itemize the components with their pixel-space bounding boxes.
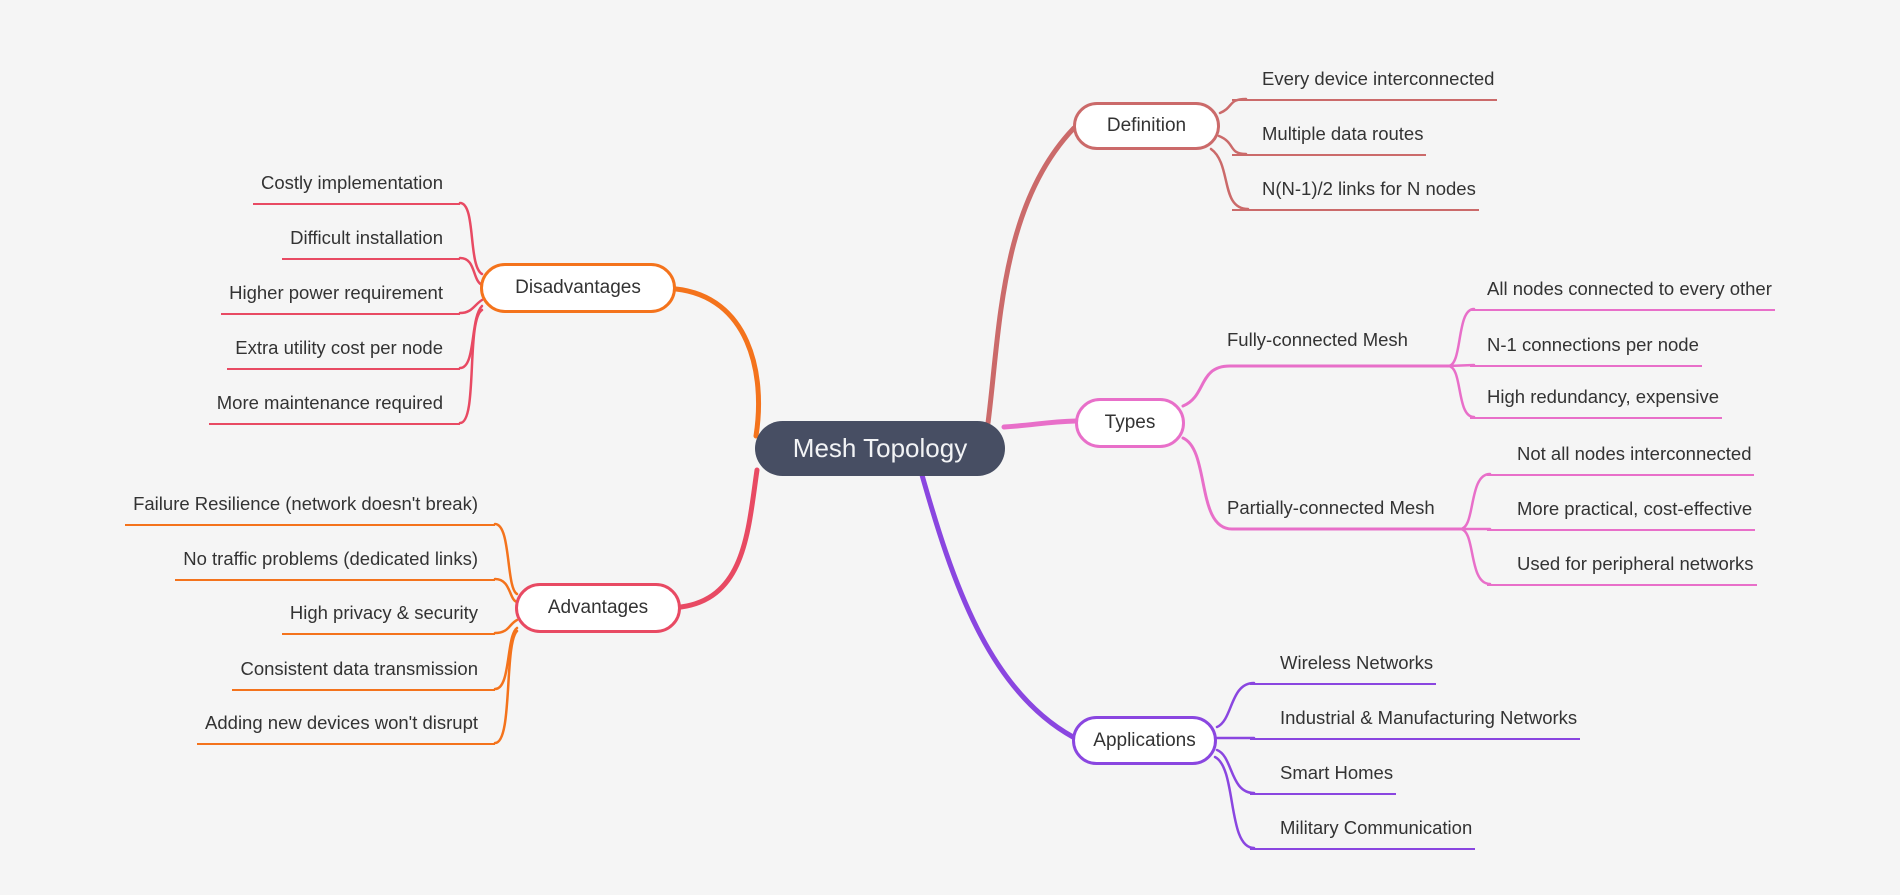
edge-advantages-leaf-4 <box>493 629 519 745</box>
edge-advantages-leaf-2 <box>493 618 519 635</box>
leaf-disadvantages-1: Difficult installation <box>282 225 460 260</box>
node-disadvantages-label: Disadvantages <box>515 277 641 298</box>
edge-partially-leaf-0 <box>1458 472 1492 531</box>
edge-advantages-leaf-0 <box>493 522 519 596</box>
edge-root-advantages <box>678 467 760 610</box>
edge-fully-leaf-2 <box>1446 364 1476 419</box>
leaf-fully-2: High redundancy, expensive <box>1470 384 1723 419</box>
leaf-partially-2: Used for peripheral networks <box>1487 551 1757 586</box>
edge-disadvantages-leaf-2 <box>458 298 484 315</box>
edge-fully-leaf-0 <box>1446 307 1476 368</box>
leaf-advantages-4: Adding new devices won't disrupt <box>197 710 495 745</box>
leaf-applications-2: Smart Homes <box>1250 760 1397 795</box>
node-applications-label: Applications <box>1093 729 1196 751</box>
edge-partially-leaf-2 <box>1458 527 1492 586</box>
leaf-fully-0: All nodes connected to every other <box>1470 276 1775 311</box>
subnode-fully-connected-mesh: Fully-connected Mesh <box>1227 329 1408 350</box>
node-advantages: Advantages <box>515 583 681 633</box>
edge-definition-leaf-2 <box>1209 147 1250 211</box>
edge-applications-leaf-3 <box>1213 755 1256 850</box>
node-types-label: Types <box>1104 412 1156 433</box>
node-definition: Definition <box>1073 102 1220 150</box>
subnode-partially-connected-mesh: Partially-connected Mesh <box>1227 497 1435 518</box>
node-applications: Applications <box>1072 716 1217 765</box>
leaf-definition-0: Every device interconnected <box>1232 66 1498 101</box>
leaf-applications-1: Industrial & Manufacturing Networks <box>1250 705 1581 740</box>
edge-root-definition <box>985 125 1077 426</box>
edge-definition-leaf-0 <box>1218 97 1248 115</box>
leaf-definition-2: N(N-1)/2 links for N nodes <box>1232 176 1479 211</box>
edge-applications-leaf-0 <box>1215 681 1256 729</box>
leaf-disadvantages-0: Costly implementation <box>253 170 460 205</box>
leaf-applications-0: Wireless Networks <box>1250 650 1437 685</box>
edge-types-partially <box>1181 436 1462 531</box>
edge-definition-leaf-1 <box>1217 134 1248 156</box>
root-node-mesh-topology: Mesh Topology <box>755 421 1005 476</box>
leaf-partially-0: Not all nodes interconnected <box>1487 441 1755 476</box>
leaf-fully-1: N-1 connections per node <box>1470 332 1702 367</box>
leaf-advantages-3: Consistent data transmission <box>232 656 495 691</box>
edge-disadvantages-leaf-1 <box>458 256 484 287</box>
leaf-disadvantages-2: Higher power requirement <box>221 280 460 315</box>
leaf-advantages-0: Failure Resilience (network doesn't brea… <box>125 491 495 526</box>
edge-advantages-leaf-3 <box>493 626 519 691</box>
edge-root-applications <box>919 472 1076 740</box>
edge-root-types <box>1001 418 1079 430</box>
edge-root-disadvantages <box>673 286 761 439</box>
leaf-advantages-1: No traffic problems (dedicated links) <box>175 546 495 581</box>
leaf-definition-1: Multiple data routes <box>1232 121 1427 156</box>
node-definition-label: Definition <box>1106 115 1187 136</box>
leaf-advantages-2: High privacy & security <box>281 600 495 635</box>
node-advantages-label: Advantages <box>547 597 649 618</box>
leaf-partially-1: More practical, cost-effective <box>1487 496 1756 531</box>
root-label: Mesh Topology <box>792 433 968 463</box>
leaf-disadvantages-4: More maintenance required <box>208 390 460 425</box>
edge-disadvantages-leaf-0 <box>458 201 484 276</box>
node-disadvantages: Disadvantages <box>480 263 676 313</box>
leaf-applications-3: Military Communication <box>1250 815 1476 850</box>
leaf-disadvantages-3: Extra utility cost per node <box>227 335 460 370</box>
node-types: Types <box>1075 398 1185 448</box>
edge-applications-leaf-2 <box>1215 748 1256 795</box>
edge-disadvantages-leaf-4 <box>458 308 484 425</box>
edge-types-fully <box>1181 364 1450 408</box>
edge-fully-leaf-1 <box>1446 363 1476 368</box>
